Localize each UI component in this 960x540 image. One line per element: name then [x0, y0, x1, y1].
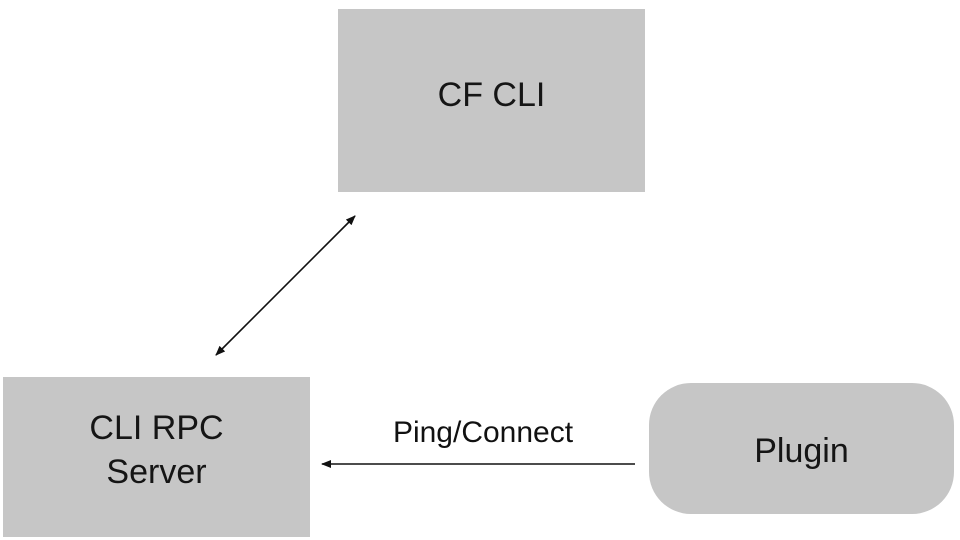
cf-cli-node: CF CLI: [338, 9, 645, 192]
plugin-node: Plugin: [649, 383, 954, 514]
rpc-cfcli-bidirectional-arrow: [215, 215, 356, 356]
cf-cli-label: CF CLI: [437, 75, 546, 114]
cli-rpc-server-label: CLI RPC Server: [89, 409, 224, 491]
ping-connect-label: Ping/Connect: [392, 416, 574, 449]
cli-rpc-server-node: CLI RPC Server: [3, 377, 310, 537]
plugin-label: Plugin: [754, 431, 849, 470]
